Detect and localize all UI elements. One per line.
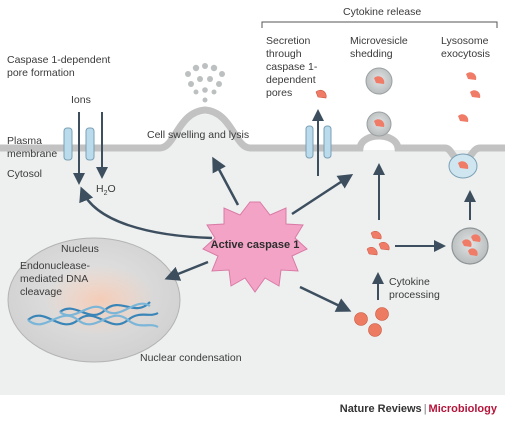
ions-label: Ions — [71, 94, 91, 106]
active-caspase-star — [202, 201, 308, 293]
microvesicle-cargo — [374, 76, 385, 84]
ion-pore — [63, 127, 95, 161]
cytokine-processing-label: Cytokine processing — [389, 276, 440, 301]
lysis-droplets-icon — [185, 63, 225, 103]
arrow-to-secretion — [291, 173, 354, 216]
lysosome-label: Lysosome exocytosis — [441, 35, 491, 60]
lysosome-cargo — [458, 161, 469, 169]
mature-cytokines — [366, 231, 390, 256]
budding-cargo — [374, 119, 385, 127]
credit-separator: | — [423, 403, 427, 415]
dna-strands-icon — [27, 301, 159, 328]
lysosome-contents — [462, 234, 481, 256]
exocytosed-cytokine-2 — [470, 90, 481, 98]
cytokine-release-label: Cytokine release — [343, 6, 421, 18]
exocytosed-cytokine-3 — [458, 114, 469, 122]
secretion-pore — [305, 125, 332, 159]
plasma-membrane-label: Plasma membrane — [7, 135, 57, 160]
nucleus-label: Nucleus — [61, 243, 99, 255]
cytokine-release-bracket — [261, 21, 498, 28]
exocytosed-cytokine-1 — [466, 72, 477, 80]
microvesicle-label: Microvesicle shedding — [350, 35, 411, 60]
publisher-name: Nature Reviews — [339, 403, 422, 415]
dna-cleavage-label: Endonuclease- mediated DNA cleavage — [20, 260, 93, 298]
water-label: H2O — [96, 183, 116, 197]
pore-formation-label: Caspase 1-dependent pore formation — [7, 54, 113, 79]
pro-cytokines — [354, 307, 389, 337]
journal-name: Microbiology — [428, 403, 497, 415]
arrow-to-pore — [79, 186, 213, 240]
arrow-to-processing — [299, 285, 352, 312]
secreted-cytokine — [315, 89, 327, 99]
secretion-label: Secretion through caspase 1- dependent p… — [266, 35, 320, 99]
arrow-to-swelling — [212, 156, 240, 206]
cell-swelling-label: Cell swelling and lysis — [147, 129, 249, 141]
nuclear-condensation-label: Nuclear condensation — [140, 352, 242, 364]
arrow-to-nucleus — [164, 260, 209, 281]
cytosol-label: Cytosol — [7, 168, 42, 180]
journal-credit: Nature Reviews|Microbiology — [340, 403, 497, 415]
active-caspase-label: Active caspase 1 — [211, 239, 300, 251]
